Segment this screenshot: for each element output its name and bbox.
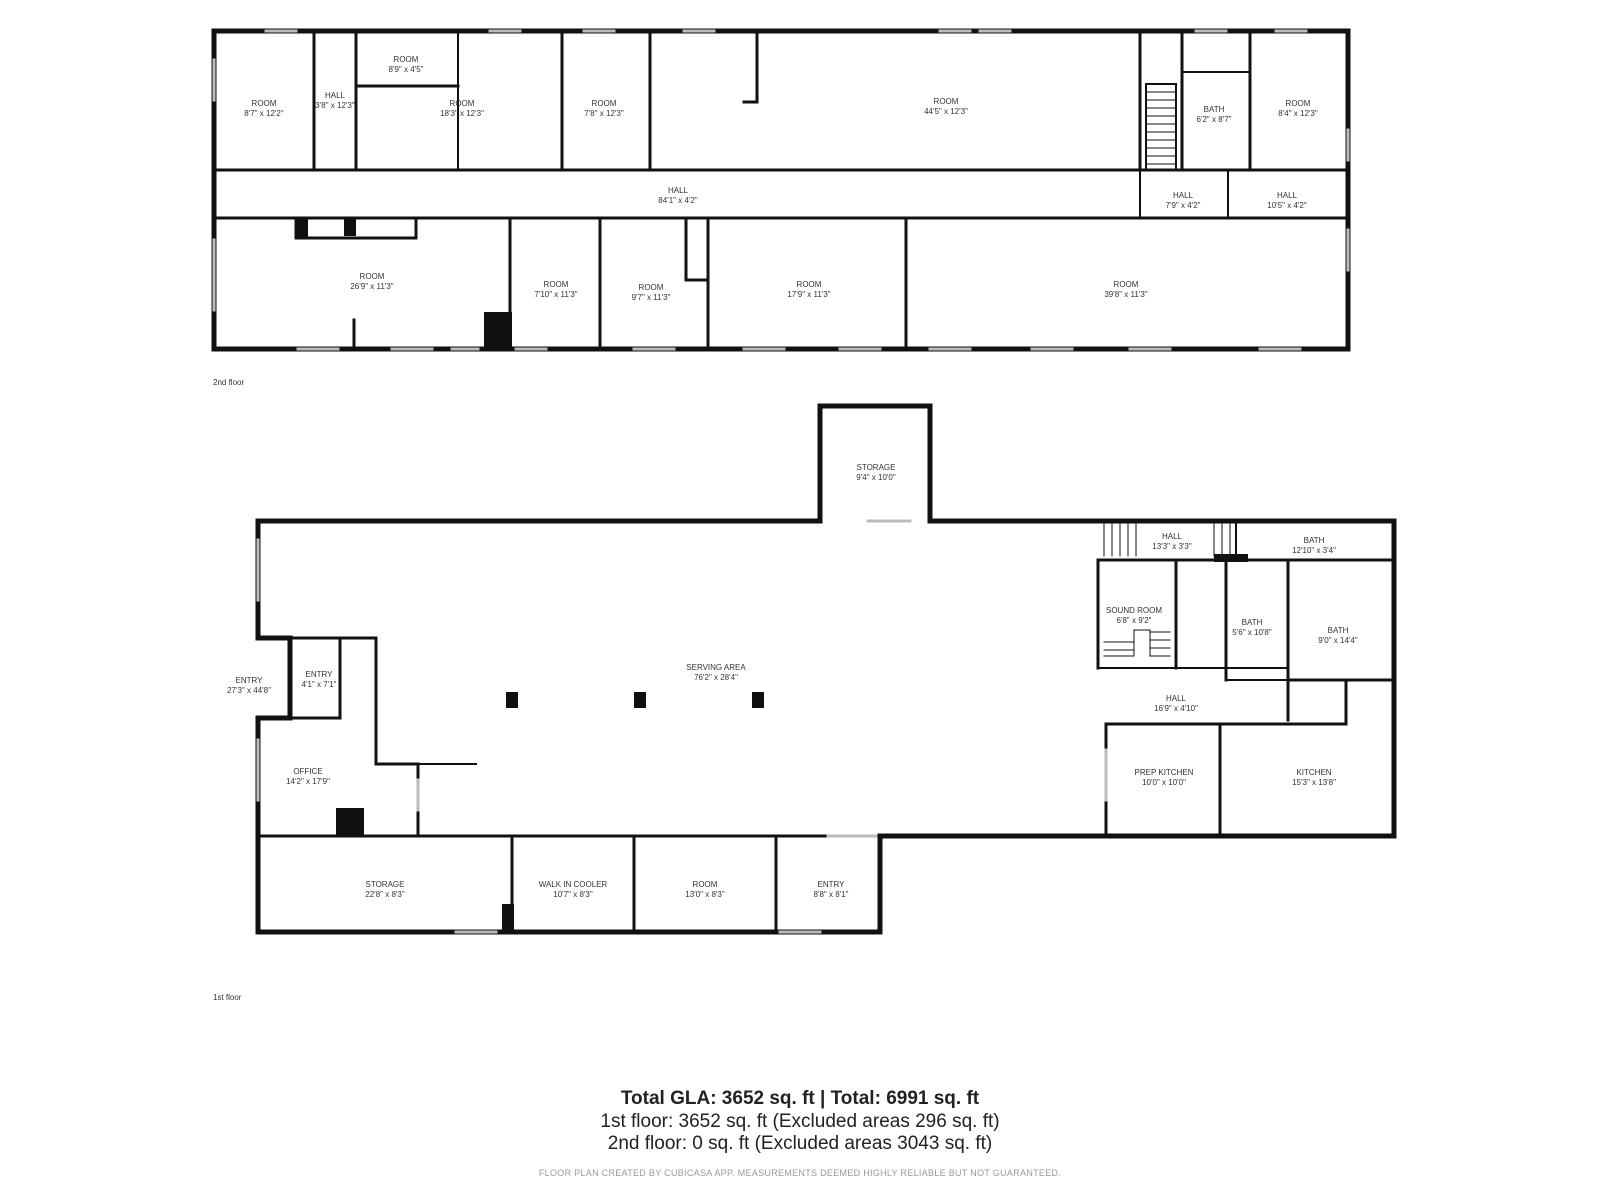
room-dims: 22'8" x 8'3": [365, 890, 405, 899]
room-dims: 7'9" x 4'2": [1166, 201, 1201, 210]
room-dims: 9'0" x 14'4": [1318, 636, 1358, 645]
room-name: ROOM: [693, 880, 718, 889]
room-name: PREP KITCHEN: [1135, 768, 1194, 777]
room-name: ROOM: [450, 99, 475, 108]
room-dims: 6'2" x 8'7": [1197, 115, 1232, 124]
room-name: BATH: [1242, 618, 1263, 627]
room-name: ENTRY: [236, 676, 264, 685]
room-name: WALK IN COOLER: [539, 880, 608, 889]
room-dims: 15'3" x 13'8": [1292, 778, 1336, 787]
room-dims: 8'4" x 12'3": [1278, 109, 1318, 118]
room-name: BATH: [1328, 626, 1349, 635]
room-name: KITCHEN: [1296, 768, 1331, 777]
room-name: HALL: [325, 91, 346, 100]
room-dims: 8'7" x 12'2": [244, 109, 284, 118]
room-name: HALL: [1277, 191, 1298, 200]
room-name: ROOM: [797, 280, 822, 289]
second-floor-plan: [211, 28, 1351, 352]
room-dims: 13'3" x 3'3": [1152, 542, 1192, 551]
room-name: ENTRY: [818, 880, 846, 889]
room-dims: 84'1" x 4'2": [658, 196, 698, 205]
room-name: STORAGE: [366, 880, 405, 889]
room-dims: 27'3" x 44'8": [227, 686, 271, 695]
room-dims: 14'2" x 17'9": [286, 777, 330, 786]
room-dims: 39'8" x 11'3": [1104, 290, 1147, 299]
room-name: ENTRY: [306, 670, 334, 679]
room-dims: 26'9" x 11'3": [350, 282, 393, 291]
total-area-summary: Total GLA: 3652 sq. ft | Total: 6991 sq.…: [620, 1088, 980, 1109]
first-floor-area: 1st floor: 3652 sq. ft (Excluded areas 2…: [600, 1111, 1000, 1132]
room-dims: 76'2" x 28'4": [694, 673, 738, 682]
second-floor-room-labels: ROOM 8'7" x 12'2" HALL 3'8" x 12'3" ROOM…: [244, 55, 1318, 302]
room-name: STORAGE: [857, 463, 896, 472]
credit-footer: FLOOR PLAN CREATED BY CUBICASA APP. MEAS…: [538, 1168, 1062, 1178]
room-name: ROOM: [934, 97, 959, 106]
room-dims: 7'10" x 11'3": [534, 290, 577, 299]
room-dims: 3'8" x 12'3": [315, 101, 355, 110]
room-name: BATH: [1304, 536, 1325, 545]
room-dims: 10'7" x 8'3": [553, 890, 593, 899]
room-name: ROOM: [592, 99, 617, 108]
room-dims: 4'1" x 7'1": [302, 680, 337, 689]
room-dims: 5'6" x 10'8": [1232, 628, 1272, 637]
room-dims: 17'9" x 11'3": [787, 290, 830, 299]
room-name: ROOM: [544, 280, 569, 289]
room-name: HALL: [1173, 191, 1194, 200]
room-dims: 9'4" x 10'0": [856, 473, 896, 482]
room-dims: 12'10" x 3'4": [1292, 546, 1336, 555]
room-name: ROOM: [1286, 99, 1311, 108]
first-floor-plan: [255, 403, 1397, 935]
room-name: BATH: [1204, 105, 1225, 114]
room-dims: 13'0" x 8'3": [685, 890, 725, 899]
room-dims: 9'7" x 11'3": [632, 293, 671, 302]
room-dims: 16'9" x 4'10": [1154, 704, 1198, 713]
room-name: SOUND ROOM: [1106, 606, 1162, 615]
room-name: ROOM: [360, 272, 385, 281]
room-name: OFFICE: [293, 767, 322, 776]
room-name: ROOM: [252, 99, 277, 108]
room-name: ROOM: [394, 55, 419, 64]
room-dims: 7'8" x 12'3": [584, 109, 624, 118]
room-dims: 8'9" x 4'5": [389, 65, 424, 74]
room-name: ROOM: [1114, 280, 1139, 289]
first-floor-label: 1st floor: [213, 993, 242, 1002]
room-dims: 8'8" x 8'1": [814, 890, 849, 899]
room-dims: 18'3" x 12'3": [440, 109, 484, 118]
room-dims: 44'5" x 12'3": [924, 107, 968, 116]
room-name: HALL: [1166, 694, 1187, 703]
second-floor-label: 2nd floor: [213, 378, 244, 387]
room-name: ROOM: [639, 283, 664, 292]
room-name: HALL: [1162, 532, 1183, 541]
room-dims: 6'8" x 9'2": [1117, 616, 1152, 625]
first-floor-room-labels: STORAGE 9'4" x 10'0" HALL 13'3" x 3'3" B…: [227, 463, 1358, 899]
room-dims: 10'0" x 10'0": [1142, 778, 1186, 787]
second-floor-area: 2nd floor: 0 sq. ft (Excluded areas 3043…: [607, 1133, 993, 1154]
room-name: SERVING AREA: [686, 663, 746, 672]
room-dims: 10'5" x 4'2": [1267, 201, 1307, 210]
room-name: HALL: [668, 186, 689, 195]
